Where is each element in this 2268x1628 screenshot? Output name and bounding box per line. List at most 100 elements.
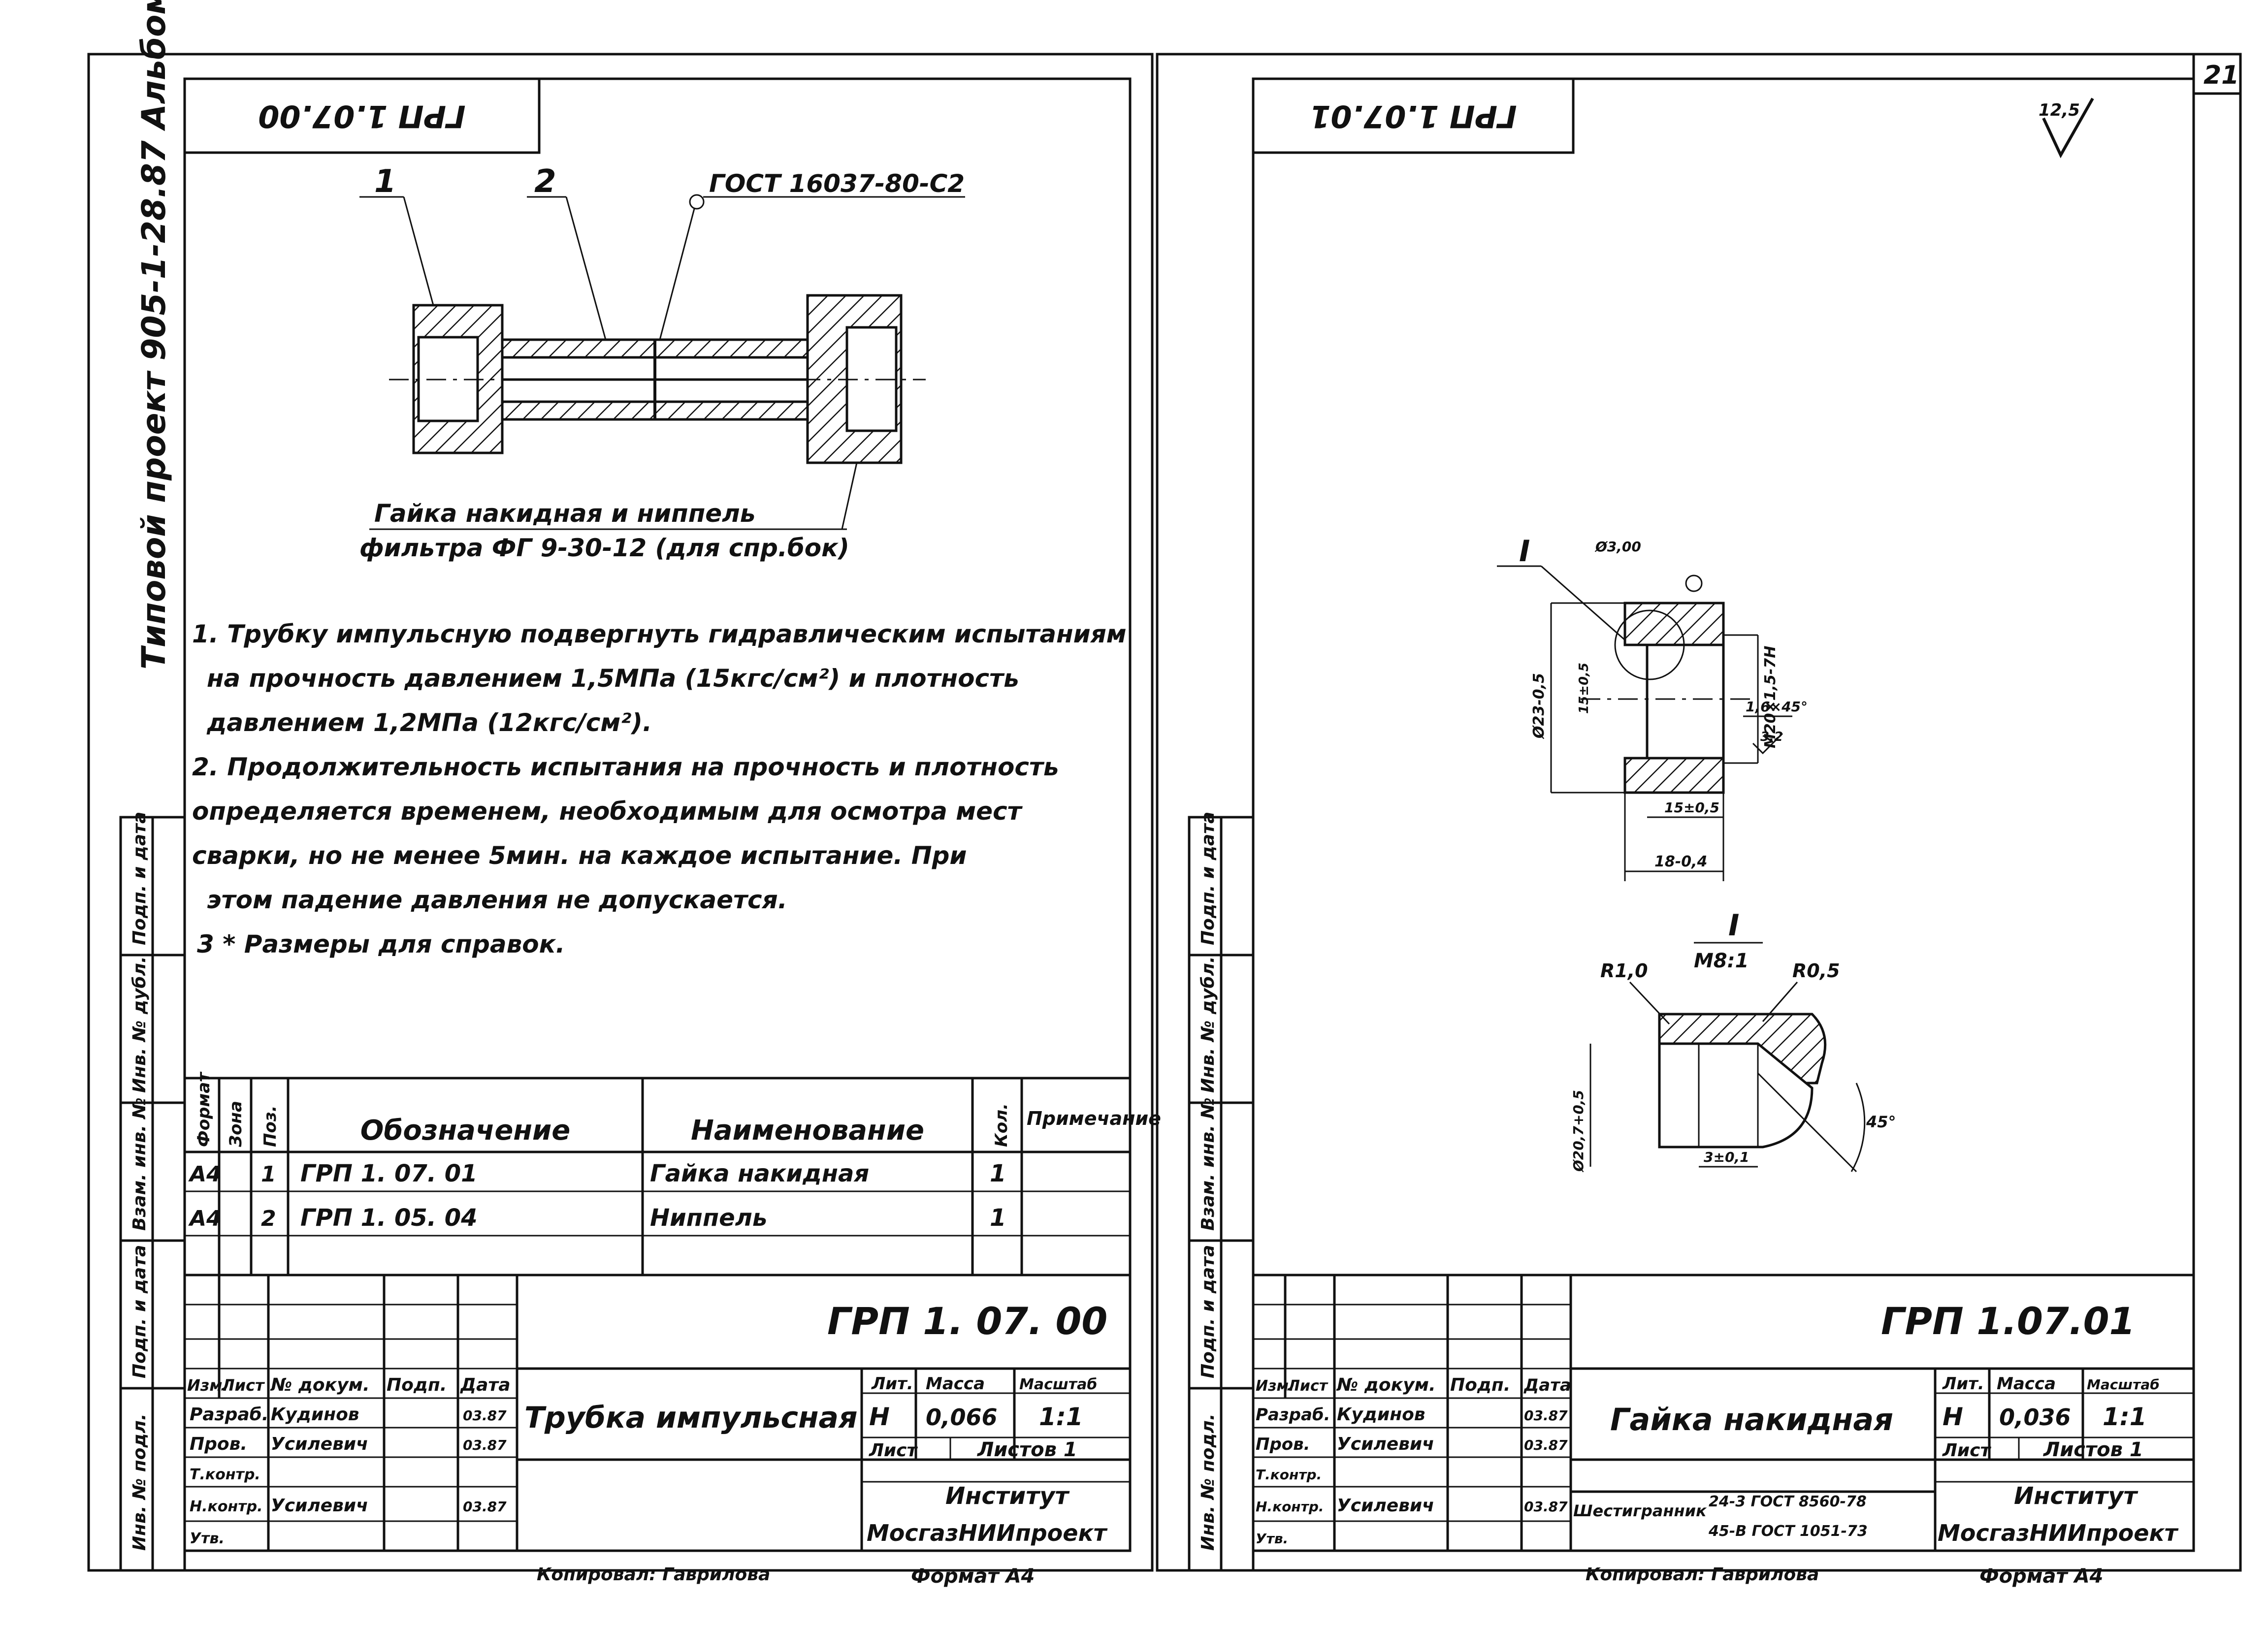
dim-angle: Ø3,00 xyxy=(1594,539,1641,555)
tb-header: № докум. xyxy=(1336,1375,1436,1395)
dim-chamfer: 1,6×45° xyxy=(1746,699,1808,715)
spec-header-qty: Кол. xyxy=(992,1103,1011,1147)
stamp-label: Подп. и дата xyxy=(130,812,150,945)
dim-width: 18-0,4 xyxy=(1654,853,1707,870)
material-label: Шестигранник xyxy=(1573,1501,1707,1520)
left-sheet: ГРП 1.07.00 Типовой проект 905-1-28.87 А… xyxy=(87,0,1161,1588)
dim-width-inner-small: 15±0,5 xyxy=(1577,663,1591,714)
spec-cell: Гайка накидная xyxy=(650,1160,869,1187)
weld-note: ГОСТ 16037-80-С2 xyxy=(709,169,965,198)
note-line: 3 * Размеры для справок. xyxy=(197,930,565,958)
stamp-label: Взам. инв. № xyxy=(130,1097,150,1231)
title-block-title: Гайка накидная xyxy=(1610,1402,1893,1437)
dim-thread: М20×1,5-7Н xyxy=(1762,646,1779,748)
tb-scale-label: Масштаб xyxy=(2087,1376,2160,1393)
institute-line-2: МосгазНИИпроект xyxy=(867,1520,1108,1546)
left-title-block: ГРП 1. 07. 00 Трубка импульсная Изм. Лис… xyxy=(183,1274,1132,1588)
tb-role: Н.контр. xyxy=(1256,1499,1324,1515)
note-line: 1. Трубку импульсную подвергнуть гидравл… xyxy=(192,620,1127,648)
sheet-format: Формат А4 xyxy=(911,1565,1035,1588)
tb-date: 03.87 xyxy=(463,1499,507,1515)
right-side-stamp: Инв. № подл. Подп. и дата Взам. инв. № И… xyxy=(1188,812,1255,1572)
institute-line-1: Институт xyxy=(945,1482,1070,1510)
note-line: давлением 1,2МПа (12кгс/см²). xyxy=(206,708,652,737)
tb-name: Усилевич xyxy=(271,1434,368,1454)
tb-lit-value: Н xyxy=(1943,1403,1963,1431)
institute-line-1: Институт xyxy=(2014,1482,2138,1510)
spec-cell: 1 xyxy=(990,1160,1006,1187)
spec-cell: А4 xyxy=(188,1162,222,1187)
dia-detail: Ø20,7+0,5 xyxy=(1570,1090,1587,1173)
stamp-label: Инв. № дубл. xyxy=(130,956,150,1093)
spec-cell: 1 xyxy=(261,1162,276,1187)
title-block-code: ГРП 1. 07. 00 xyxy=(827,1299,1107,1343)
tb-role: Пров. xyxy=(1256,1435,1310,1454)
tb-header: Изм. xyxy=(187,1376,228,1395)
gap-detail: 3±0,1 xyxy=(1704,1149,1750,1165)
right-corner-code: ГРП 1.07.01 xyxy=(1309,98,1517,134)
dim-dia: Ø23-0,5 xyxy=(1530,673,1548,739)
tb-sheets-label: Листов 1 xyxy=(977,1438,1077,1461)
roughness-value: 12,5 xyxy=(2039,100,2080,120)
tb-role: Т.контр. xyxy=(1256,1467,1322,1483)
spec-header-note: Примечание xyxy=(1027,1108,1161,1129)
spec-header-format: Формат xyxy=(194,1071,214,1147)
page-number: 21 xyxy=(2203,61,2239,90)
drawing-caption-1: Гайка накидная и ниппель xyxy=(374,499,755,528)
spec-cell: 1 xyxy=(990,1204,1006,1232)
detail-mark: I xyxy=(1728,908,1739,943)
title-block-title: Трубка импульсная xyxy=(524,1401,858,1435)
r-right: R0,5 xyxy=(1792,960,1840,982)
tb-sheet-label: Лист xyxy=(869,1440,918,1461)
callout-1: 1 xyxy=(374,163,396,200)
tb-sheet-label: Лист xyxy=(1942,1440,1991,1461)
detail-scale: М8:1 xyxy=(1694,950,1749,972)
stamp-label: Инв. № дубл. xyxy=(1198,956,1218,1093)
tb-role: Т.контр. xyxy=(190,1466,260,1483)
tb-name: Усилевич xyxy=(1337,1434,1434,1454)
tb-date: 03.87 xyxy=(1524,1499,1568,1515)
tb-header: Лист xyxy=(221,1376,265,1395)
r-left: R1,0 xyxy=(1600,960,1648,982)
dim-width-inner: 15±0,5 xyxy=(1664,799,1719,816)
tb-date: 03.87 xyxy=(1524,1407,1568,1424)
right-sheet: 21 ГРП 1.07.01 12,5 I Ø3,00 Ø23-0,5 xyxy=(1156,53,2242,1588)
spec-cell: А4 xyxy=(188,1206,222,1231)
tb-header: Подп. xyxy=(387,1375,447,1395)
stamp-label: Инв. № подл. xyxy=(130,1413,150,1551)
stamp-label: Подп. и дата xyxy=(1198,812,1218,945)
tb-role: Разраб. xyxy=(190,1405,268,1425)
tb-date: 03.87 xyxy=(1524,1437,1568,1453)
tb-header: Изм. xyxy=(1256,1377,1294,1395)
right-title-block: ГРП 1.07.01 Гайка накидная Изм. Лист № д… xyxy=(1252,1274,2195,1588)
left-side-stamp: Инв. № подл. Подп. и дата Взам. инв. № И… xyxy=(119,812,186,1572)
tb-lit-label: Лит. xyxy=(871,1374,913,1394)
tb-role: Утв. xyxy=(190,1530,225,1547)
note-line: сварки, но не менее 5мин. на каждое испы… xyxy=(192,841,967,870)
spec-cell: ГРП 1. 05. 04 xyxy=(300,1204,478,1232)
stamp-label: Подп. и дата xyxy=(130,1245,150,1378)
tb-name: Кудинов xyxy=(271,1405,359,1425)
spec-cell: Ниппель xyxy=(650,1204,767,1232)
tb-role: Утв. xyxy=(1256,1531,1288,1547)
technical-notes: 1. Трубку импульсную подвергнуть гидравл… xyxy=(192,620,1127,958)
material-line-2: 45-В ГОСТ 1051-73 xyxy=(1708,1523,1868,1540)
tb-name: Усилевич xyxy=(1337,1496,1434,1516)
roughness-mark: 12,5 xyxy=(2039,97,2094,159)
view-mark: I xyxy=(1519,534,1530,569)
left-margin-title: Типовой проект 905-1-28.87 Альбом 2 xyxy=(135,0,173,670)
tb-lit-value: Н xyxy=(869,1403,890,1431)
tb-role: Пров. xyxy=(190,1434,247,1454)
tb-lit-label: Лит. xyxy=(1942,1374,1984,1394)
tb-name: Усилевич xyxy=(271,1496,368,1516)
tb-role: Разраб. xyxy=(1256,1405,1330,1425)
copied-by: Копировал: Гаврилова xyxy=(537,1564,770,1585)
spec-header-pos: Поз. xyxy=(260,1106,280,1148)
drawing-caption-2: фильтра ФГ 9-30-12 (для спр.бок) xyxy=(359,534,849,562)
institute-line-2: МосгазНИИпроект xyxy=(1938,1520,2179,1546)
note-line: этом падение давления не допускается. xyxy=(207,886,787,914)
angle-detail: 45° xyxy=(1866,1113,1896,1131)
title-block-code: ГРП 1.07.01 xyxy=(1881,1299,2135,1343)
spec-cell: ГРП 1. 07. 01 xyxy=(300,1160,478,1187)
